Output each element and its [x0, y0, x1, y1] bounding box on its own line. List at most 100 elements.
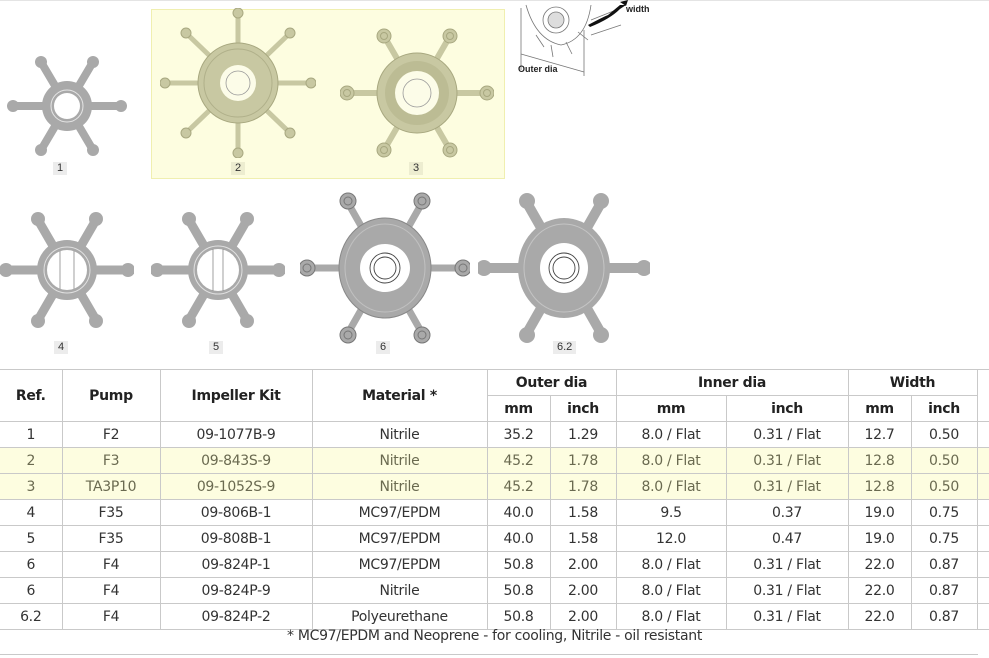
cell-ref: 4: [0, 499, 63, 526]
spacer-cell: [976, 421, 989, 448]
impeller-figure-2: [160, 8, 316, 158]
cell-width-mm: 12.8: [847, 473, 912, 500]
cell-pump: F4: [61, 577, 161, 604]
table-row: 5 F35 09-808B-1 MC97/EPDM 40.0 1.58 12.0…: [0, 525, 989, 552]
spacer-cell: [976, 499, 989, 526]
cell-material: MC97/EPDM: [311, 499, 488, 526]
top-divider: [0, 0, 989, 1]
cell-outer-inch: 1.29: [549, 421, 617, 448]
cell-kit: 09-843S-9: [159, 447, 313, 474]
table-row: 6.2 F4 09-824P-2 Polyeurethane 50.8 2.00…: [0, 603, 989, 630]
impeller-spec-table: Ref. Pump Impeller Kit Material * Outer …: [0, 369, 989, 630]
figure-label-6: 6: [376, 341, 391, 354]
col-header-ref: Ref.: [0, 369, 63, 422]
cell-kit: 09-808B-1: [159, 525, 313, 552]
impeller-6-blade-icon: [0, 212, 134, 328]
cell-width-inch: 0.87: [910, 603, 978, 630]
cell-material: Nitrile: [311, 577, 488, 604]
col-header-outer-dia: Outer dia: [486, 369, 617, 396]
cell-material: Nitrile: [311, 473, 488, 500]
impeller-figure-3: [340, 24, 494, 162]
cell-outer-mm: 45.2: [486, 447, 551, 474]
cell-kit: 09-806B-1: [159, 499, 313, 526]
cell-outer-inch: 2.00: [549, 603, 617, 630]
col-header-width: Width: [847, 369, 978, 396]
impeller-figure-6: [300, 190, 470, 346]
figure-label-2: 2: [231, 162, 246, 175]
cell-inner-inch: 0.31 / Flat: [725, 603, 849, 630]
cell-pump: F35: [61, 499, 161, 526]
impeller-6-blade-icon: [340, 28, 494, 158]
footnote-divider: [0, 654, 978, 655]
cell-width-mm: 22.0: [847, 577, 912, 604]
cell-inner-inch: 0.31 / Flat: [725, 421, 849, 448]
cell-pump: F2: [61, 421, 161, 448]
cell-outer-mm: 40.0: [486, 499, 551, 526]
col-header-inner-dia: Inner dia: [615, 369, 849, 396]
outer-dia-label: Outer dia: [518, 64, 558, 74]
impeller-6-blade-icon: [300, 192, 470, 344]
impeller-figure-5: [151, 208, 285, 332]
cell-inner-mm: 9.5: [615, 499, 727, 526]
cell-inner-mm: 12.0: [615, 525, 727, 552]
cell-inner-inch: 0.31 / Flat: [725, 551, 849, 578]
spacer-cell: [976, 525, 989, 552]
cell-material: Nitrile: [311, 421, 488, 448]
impeller-dimension-icon: [520, 0, 628, 76]
spacer-cell: [976, 603, 989, 630]
cell-ref: 5: [0, 525, 63, 552]
material-footnote: * MC97/EPDM and Neoprene - for cooling, …: [286, 628, 703, 644]
col-header-inner-mm: mm: [615, 395, 727, 422]
cell-width-mm: 19.0: [847, 525, 912, 552]
cell-outer-inch: 2.00: [549, 551, 617, 578]
cell-kit: 09-824P-2: [159, 603, 313, 630]
cell-width-inch: 0.75: [910, 525, 978, 552]
cell-inner-mm: 8.0 / Flat: [615, 473, 727, 500]
cell-pump: TA3P10: [61, 473, 161, 500]
col-header-width-mm: mm: [847, 395, 912, 422]
table-row-highlighted: 3 TA3P10 09-1052S-9 Nitrile 45.2 1.78 8.…: [0, 473, 989, 500]
cell-pump: F4: [61, 603, 161, 630]
cell-outer-inch: 1.78: [549, 473, 617, 500]
col-header-width-inch: inch: [910, 395, 978, 422]
impeller-figure-1: [6, 53, 128, 159]
table-row: 1 F2 09-1077B-9 Nitrile 35.2 1.29 8.0 / …: [0, 421, 989, 448]
cell-inner-inch: 0.31 / Flat: [725, 447, 849, 474]
cell-ref: 1: [0, 421, 63, 448]
spacer-cell: [976, 577, 989, 604]
impeller-6-blade-icon: [7, 56, 127, 156]
cell-kit: 09-1052S-9: [159, 473, 313, 500]
cell-inner-inch: 0.37: [725, 499, 849, 526]
spacer-cell: [976, 473, 989, 500]
figure-label-5: 5: [209, 341, 224, 354]
cell-material: MC97/EPDM: [311, 551, 488, 578]
cell-inner-mm: 8.0 / Flat: [615, 447, 727, 474]
col-header-pump: Pump: [61, 369, 161, 422]
cell-inner-mm: 8.0 / Flat: [615, 421, 727, 448]
col-header-material: Material *: [311, 369, 488, 422]
cell-ref: 6.2: [0, 603, 63, 630]
col-header-outer-inch: inch: [549, 395, 617, 422]
impeller-6-blade-icon: [478, 193, 650, 343]
header-row-1: Ref. Pump Impeller Kit Material * Outer …: [0, 369, 989, 422]
table-row: 6 F4 09-824P-1 MC97/EPDM 50.8 2.00 8.0 /…: [0, 551, 989, 578]
cell-pump: F35: [61, 525, 161, 552]
impeller-6-blade-icon: [151, 212, 285, 328]
spacer-cell: [976, 551, 989, 578]
cell-width-mm: 22.0: [847, 551, 912, 578]
cell-outer-mm: 50.8: [486, 603, 551, 630]
cell-width-inch: 0.50: [910, 447, 978, 474]
cell-inner-mm: 8.0 / Flat: [615, 577, 727, 604]
cell-kit: 09-824P-9: [159, 577, 313, 604]
col-header-impeller-kit: Impeller Kit: [159, 369, 313, 422]
cell-outer-mm: 40.0: [486, 525, 551, 552]
cell-material: Nitrile: [311, 447, 488, 474]
cell-kit: 09-1077B-9: [159, 421, 313, 448]
impeller-figures: 1 2: [0, 0, 666, 354]
cell-width-inch: 0.75: [910, 499, 978, 526]
dimensions-diagram: width Outer dia: [516, 0, 666, 82]
cell-inner-inch: 0.31 / Flat: [725, 473, 849, 500]
cell-material: Polyeurethane: [311, 603, 488, 630]
cell-width-inch: 0.87: [910, 577, 978, 604]
cell-inner-mm: 8.0 / Flat: [615, 551, 727, 578]
